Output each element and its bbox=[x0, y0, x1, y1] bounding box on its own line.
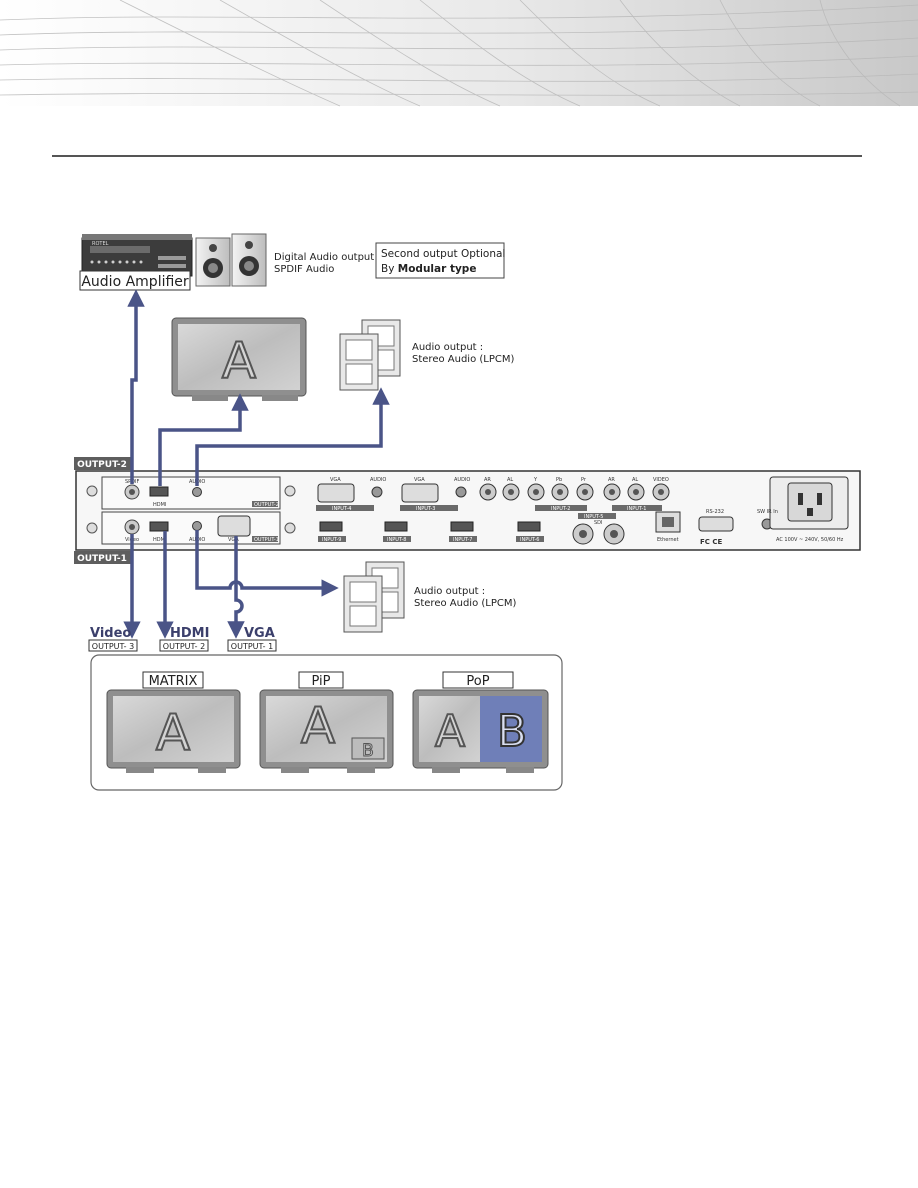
label-vga-out: VGA bbox=[228, 537, 239, 543]
digital-audio-line2: SPDIF Audio bbox=[274, 264, 334, 275]
label-input6: INPUT-6 bbox=[520, 537, 539, 543]
label-hdmi-out2: HDMI bbox=[153, 502, 166, 508]
label-ac: AC 100V ~ 240V, 50/60 Hz bbox=[776, 537, 844, 543]
optional-note-line1: Second output Optional bbox=[381, 248, 505, 260]
stereo-top-line2: Stereo Audio (LPCM) bbox=[412, 354, 514, 365]
label-input8: INPUT-8 bbox=[387, 537, 406, 543]
mode-pip-label-box bbox=[298, 671, 344, 689]
output-video-name: Video bbox=[90, 626, 131, 641]
output1-tag bbox=[74, 551, 131, 564]
label-vga-in4: VGA bbox=[330, 477, 341, 483]
output-vga-name: VGA bbox=[244, 626, 275, 641]
label-audio-in3: AUDIO bbox=[454, 477, 470, 483]
label-input9: INPUT-9 bbox=[322, 537, 341, 543]
stereo-top-line1: Audio output : bbox=[412, 342, 483, 353]
label-input3: INPUT-3 bbox=[416, 506, 435, 512]
label-rs232: RS-232 bbox=[706, 509, 724, 515]
mode-pop-main-letter: A bbox=[435, 706, 465, 757]
output1-tag-text: OUTPUT-1 bbox=[77, 554, 127, 564]
amplifier-brand: ROTEL bbox=[92, 241, 109, 247]
mode-pop-label-box bbox=[442, 671, 514, 689]
arrow-spdif-to-amplifier bbox=[127, 289, 145, 484]
stereo-bottom-line1: Audio output : bbox=[414, 586, 485, 597]
label-video-in: VIDEO bbox=[653, 477, 669, 483]
label-input2: INPUT-2 bbox=[551, 506, 570, 512]
audio-amplifier-icon bbox=[81, 234, 193, 277]
optional-note-box bbox=[375, 242, 505, 279]
label-audio-in4: AUDIO bbox=[370, 477, 386, 483]
label-al-1: AL bbox=[632, 477, 638, 483]
monitor-top-letter: A bbox=[222, 332, 256, 390]
stereo-bottom-line2: Stereo Audio (LPCM) bbox=[414, 598, 516, 609]
mode-matrix-main-letter: A bbox=[156, 704, 190, 762]
mode-matrix-monitor bbox=[106, 689, 241, 773]
mode-pop-monitor bbox=[412, 689, 549, 773]
label-input1: INPUT-1 bbox=[627, 506, 646, 512]
arrow-audio-to-speakers-top bbox=[195, 387, 390, 486]
mode-matrix-label-box bbox=[142, 671, 204, 689]
mode-pip-monitor bbox=[259, 689, 394, 773]
label-fcc: FC CE bbox=[700, 538, 722, 546]
label-y: Y bbox=[533, 477, 538, 483]
optional-note-line2: By Modular type bbox=[381, 263, 476, 275]
output-hdmi-tag: OUTPUT- 2 bbox=[163, 642, 205, 651]
mode-pip-sub-letter: B bbox=[362, 741, 374, 761]
label-input7: INPUT-7 bbox=[453, 537, 472, 543]
mode-pip-label: PiP bbox=[311, 674, 330, 689]
label-ar-1: AR bbox=[608, 477, 615, 483]
label-output2-card: OUTPUT-2 bbox=[254, 502, 279, 508]
output2-tag bbox=[74, 457, 131, 470]
arrow-hdmi-to-monitor bbox=[158, 393, 249, 486]
label-output1-card: OUTPUT-1 bbox=[254, 537, 279, 543]
output2-tag-text: OUTPUT-2 bbox=[77, 460, 127, 470]
stereo-speakers-top-icon bbox=[339, 319, 401, 391]
label-sw-ir: SW IR In bbox=[757, 509, 778, 515]
arrow-audio-to-speakers-bottom bbox=[195, 530, 339, 597]
connection-arrows bbox=[123, 289, 390, 639]
mode-pop-sub-letter: B bbox=[497, 706, 527, 757]
label-input5: INPUT-5 bbox=[584, 514, 603, 520]
output-vga-tag: OUTPUT- 1 bbox=[231, 642, 273, 651]
monitor-top bbox=[171, 317, 307, 401]
output-vga-tag-box bbox=[227, 639, 277, 652]
output-video-tag-box bbox=[88, 639, 138, 652]
mode-pip-main-letter: A bbox=[301, 697, 335, 755]
label-al-2: AL bbox=[507, 477, 513, 483]
label-pb: Pb bbox=[556, 477, 562, 483]
label-vga-in3: VGA bbox=[414, 477, 425, 483]
output-video-tag: OUTPUT- 3 bbox=[92, 642, 134, 651]
amplifier-label: Audio Amplifier bbox=[81, 274, 189, 290]
rear-panel bbox=[75, 470, 861, 551]
mode-matrix-label: MATRIX bbox=[149, 674, 198, 689]
label-ethernet: Ethernet bbox=[657, 537, 679, 543]
mode-pop-label: PoP bbox=[466, 674, 489, 689]
stereo-speakers-bottom-icon bbox=[343, 561, 405, 633]
hifi-speakers-icon bbox=[195, 233, 267, 287]
header-banner bbox=[0, 0, 918, 107]
arrow-vga-output bbox=[227, 536, 245, 639]
label-pr: Pr bbox=[581, 477, 587, 483]
label-ar-2: AR bbox=[484, 477, 491, 483]
digital-audio-line1: Digital Audio output : bbox=[274, 252, 381, 263]
label-input4: INPUT-4 bbox=[332, 506, 351, 512]
label-hdmi-out1: HDMI bbox=[153, 537, 166, 543]
output-hdmi-name: HDMI bbox=[170, 626, 209, 641]
header-rule bbox=[52, 155, 862, 157]
label-sdi: SDI bbox=[594, 520, 603, 526]
output-hdmi-tag-box bbox=[159, 639, 209, 652]
